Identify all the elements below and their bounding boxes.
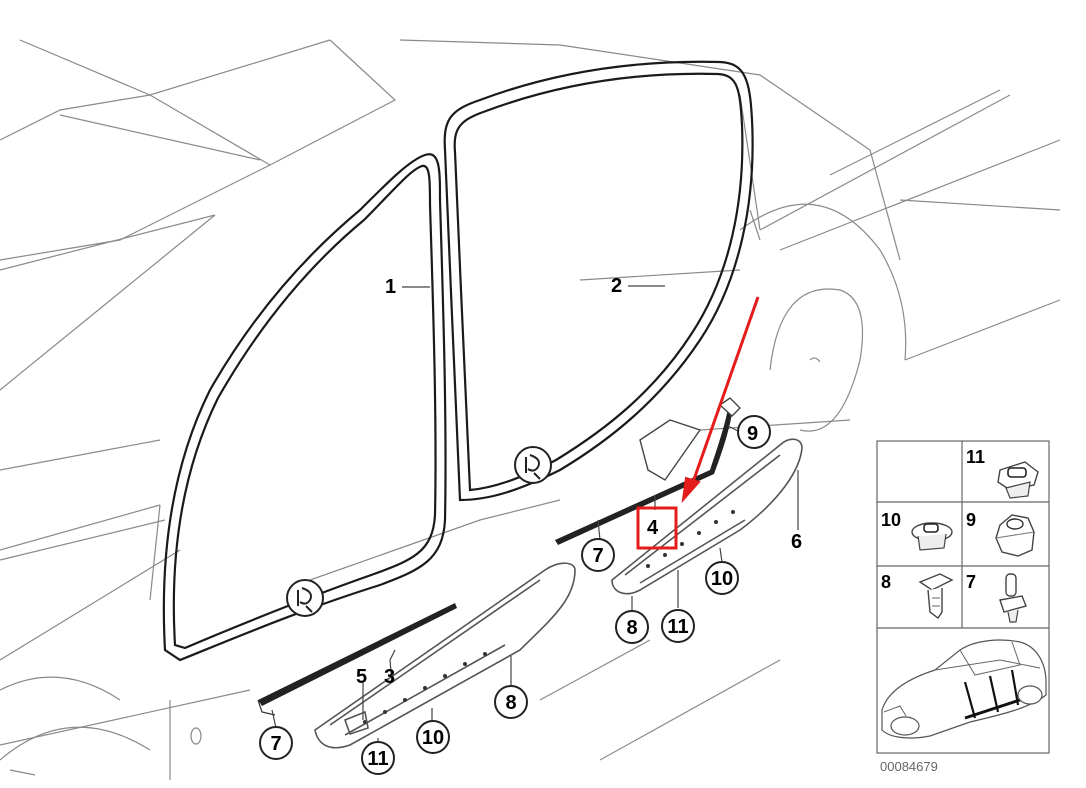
legend-label-7: 7 xyxy=(966,572,976,592)
door-seal-rear xyxy=(443,60,754,502)
label-1: 1 xyxy=(385,276,396,298)
door-seal-front xyxy=(162,153,447,662)
label-8-rear: 8 xyxy=(626,617,637,639)
leader-lines xyxy=(271,285,799,752)
label-6: 6 xyxy=(791,531,802,553)
label-4: 4 xyxy=(647,517,659,539)
clip-7-icon xyxy=(999,573,1027,623)
label-7-rear: 7 xyxy=(592,545,603,567)
callouts xyxy=(259,415,771,775)
legend-label-11: 11 xyxy=(966,447,985,467)
legend-label-10: 10 xyxy=(881,510,901,530)
highlight-annotation xyxy=(636,296,760,550)
sill-plate-rear xyxy=(611,438,803,595)
car-body-outline xyxy=(0,39,1061,780)
label-9: 9 xyxy=(747,423,758,445)
highlight-arrow-shaft xyxy=(690,296,760,486)
label-3: 3 xyxy=(384,666,395,688)
label-7-front: 7 xyxy=(270,733,281,755)
sill-strip-front xyxy=(257,603,457,716)
car-thumbnail-icon xyxy=(881,639,1047,739)
clip-10-icon xyxy=(911,522,953,551)
label-2: 2 xyxy=(611,275,622,297)
label-11-front: 11 xyxy=(367,748,388,770)
clip-11-icon xyxy=(997,461,1039,499)
legend-label-9: 9 xyxy=(966,510,976,530)
diagram-id: 00084679 xyxy=(880,759,938,774)
legend-panel: 11 10 9 8 7 xyxy=(876,440,1050,774)
sill-plate-front xyxy=(314,562,576,749)
highlight-arrow-head xyxy=(681,476,701,504)
label-8-front: 8 xyxy=(505,692,516,714)
label-10-front: 10 xyxy=(422,727,444,749)
label-11-rear: 11 xyxy=(667,616,688,638)
clip-8-icon xyxy=(918,573,954,620)
label-10-rear: 10 xyxy=(711,568,733,590)
nut-9-icon xyxy=(995,514,1035,557)
sill-strip-rear xyxy=(555,397,741,545)
legend-label-8: 8 xyxy=(881,572,891,592)
highlight-box xyxy=(636,506,678,550)
label-5: 5 xyxy=(356,666,367,688)
